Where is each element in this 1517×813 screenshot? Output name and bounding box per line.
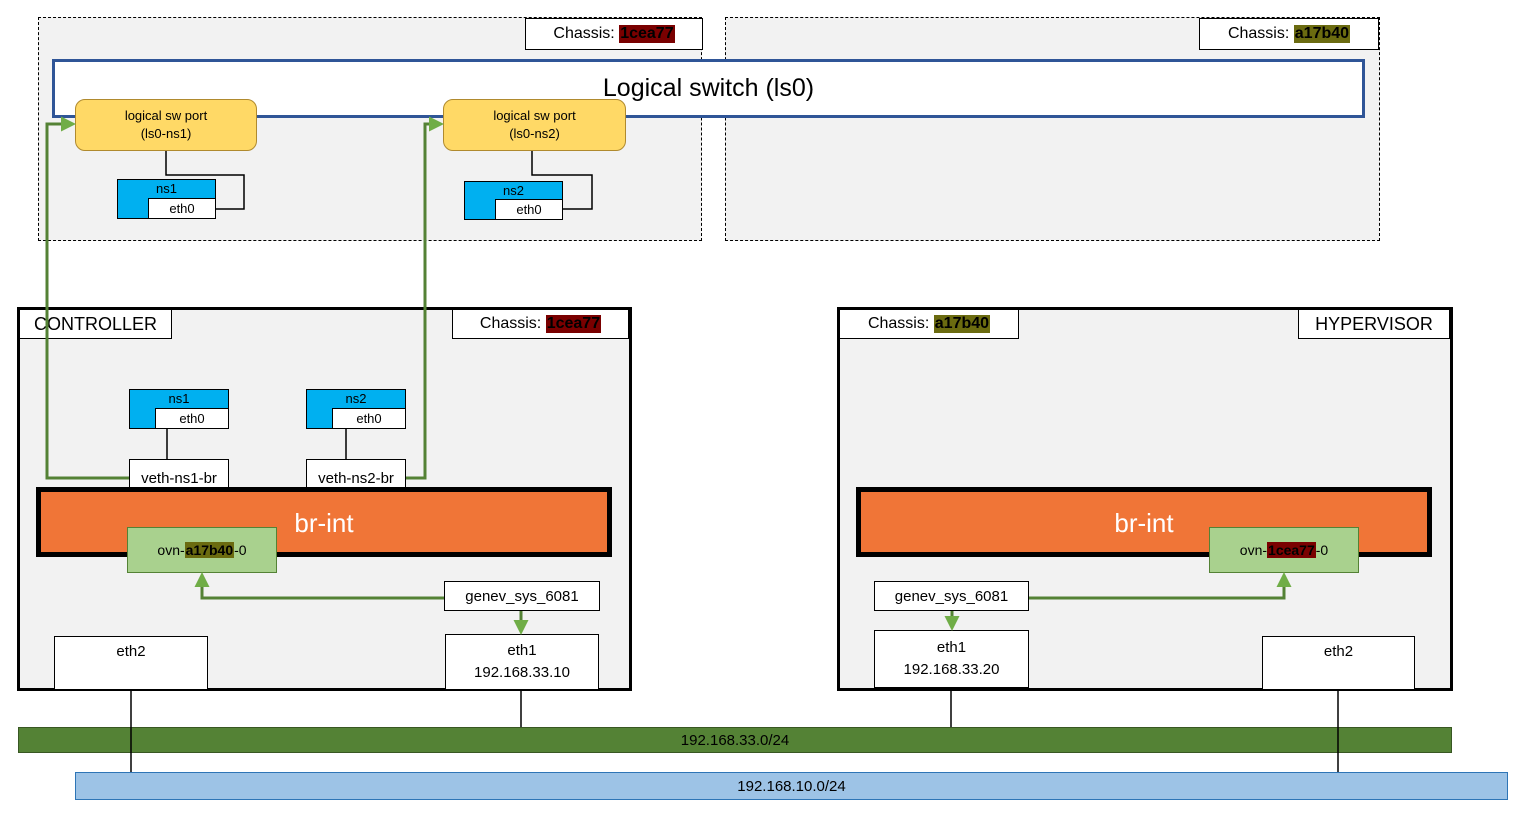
ns-name: ns1	[168, 391, 190, 406]
logical-switch: Logical switch (ls0)	[52, 59, 1365, 118]
controller-ns2-eth0: eth0	[332, 408, 406, 429]
iface-label: eth0	[356, 411, 382, 426]
tunnel-prefix: ovn-	[157, 542, 185, 558]
ns-name: ns2	[503, 183, 524, 198]
logical-port-ls0-ns2: logical sw port (ls0-ns2)	[443, 99, 626, 151]
geneve-label: genev_sys_6081	[465, 587, 579, 605]
logical-chassis-tag-1cea77: Chassis: 1cea77	[525, 18, 703, 50]
network-192-168-33-0: 192.168.33.0/24	[18, 727, 1452, 753]
port-line2: (ls0-ns2)	[509, 126, 560, 141]
tunnel-peer: a17b40	[184, 542, 235, 558]
controller-ovn-tunnel-port: ovn-a17b40-0	[127, 527, 277, 573]
hypervisor-eth2: eth2	[1262, 636, 1415, 690]
port-line2: (ls0-ns1)	[140, 126, 192, 141]
port-line1: logical sw port	[493, 107, 576, 123]
iface-label: eth0	[179, 411, 205, 426]
controller-geneve-interface: genev_sys_6081	[444, 581, 600, 611]
nic-ip: 192.168.33.20	[903, 661, 1000, 678]
tunnel-prefix: ovn-	[1239, 542, 1268, 558]
ns-name: ns1	[156, 181, 177, 196]
logical-ns1-eth0: eth0	[148, 198, 216, 219]
tunnel-suffix: -0	[1315, 542, 1329, 558]
logical-chassis-a17b40-region	[725, 17, 1380, 241]
nic-label: eth1	[936, 639, 967, 657]
controller-eth1: eth1 192.168.33.10	[445, 634, 599, 690]
tunnel-peer: 1cea77	[1267, 542, 1316, 558]
port-line1: logical sw port	[124, 107, 208, 123]
chassis-label: Chassis:	[867, 315, 930, 332]
nic-ip: 192.168.33.10	[474, 664, 570, 681]
logical-switch-label: Logical switch (ls0)	[602, 74, 815, 102]
host-title: HYPERVISOR	[1315, 313, 1433, 334]
hypervisor-ovn-tunnel-port: ovn-1cea77-0	[1209, 527, 1359, 573]
logical-ns2-eth0: eth0	[495, 199, 563, 220]
geneve-label: genev_sys_6081	[894, 587, 1009, 605]
network-192-168-10-0: 192.168.10.0/24	[75, 772, 1508, 800]
ns-name: ns2	[345, 391, 367, 406]
network-label: 192.168.10.0/24	[737, 777, 846, 795]
hypervisor-geneve-interface: genev_sys_6081	[874, 581, 1029, 611]
hypervisor-title: HYPERVISOR	[1298, 309, 1450, 339]
chassis-label: Chassis:	[1227, 25, 1290, 42]
controller-br-int: br-int	[36, 487, 612, 557]
chassis-label: Chassis:	[479, 315, 542, 332]
bridge-label: br-int	[1114, 508, 1174, 538]
iface-label: eth0	[169, 201, 195, 216]
controller-ns1-eth0: eth0	[155, 408, 229, 429]
chassis-id: a17b40	[933, 315, 991, 333]
controller-title: CONTROLLER	[19, 309, 172, 339]
logical-port-ls0-ns1: logical sw port (ls0-ns1)	[75, 99, 257, 151]
bridge-label: br-int	[294, 508, 354, 538]
nic-label: eth1	[507, 642, 537, 660]
controller-eth2: eth2	[54, 636, 208, 690]
logical-chassis-tag-a17b40: Chassis: a17b40	[1199, 18, 1379, 50]
nic-label: eth2	[1323, 643, 1354, 660]
hypervisor-eth1: eth1 192.168.33.20	[874, 630, 1029, 688]
veth-label: veth-ns2-br	[318, 469, 394, 487]
veth-label: veth-ns1-br	[141, 469, 217, 487]
hypervisor-chassis-tag: Chassis: a17b40	[839, 309, 1019, 339]
network-label: 192.168.33.0/24	[680, 731, 790, 749]
chassis-label: Chassis:	[553, 25, 615, 42]
host-title: CONTROLLER	[33, 313, 158, 334]
chassis-id: 1cea77	[545, 315, 602, 333]
nic-label: eth2	[116, 643, 146, 660]
chassis-id: a17b40	[1293, 25, 1351, 43]
tunnel-suffix: -0	[234, 542, 247, 558]
iface-label: eth0	[516, 202, 542, 217]
chassis-id: 1cea77	[619, 25, 675, 43]
controller-chassis-tag: Chassis: 1cea77	[452, 309, 629, 339]
